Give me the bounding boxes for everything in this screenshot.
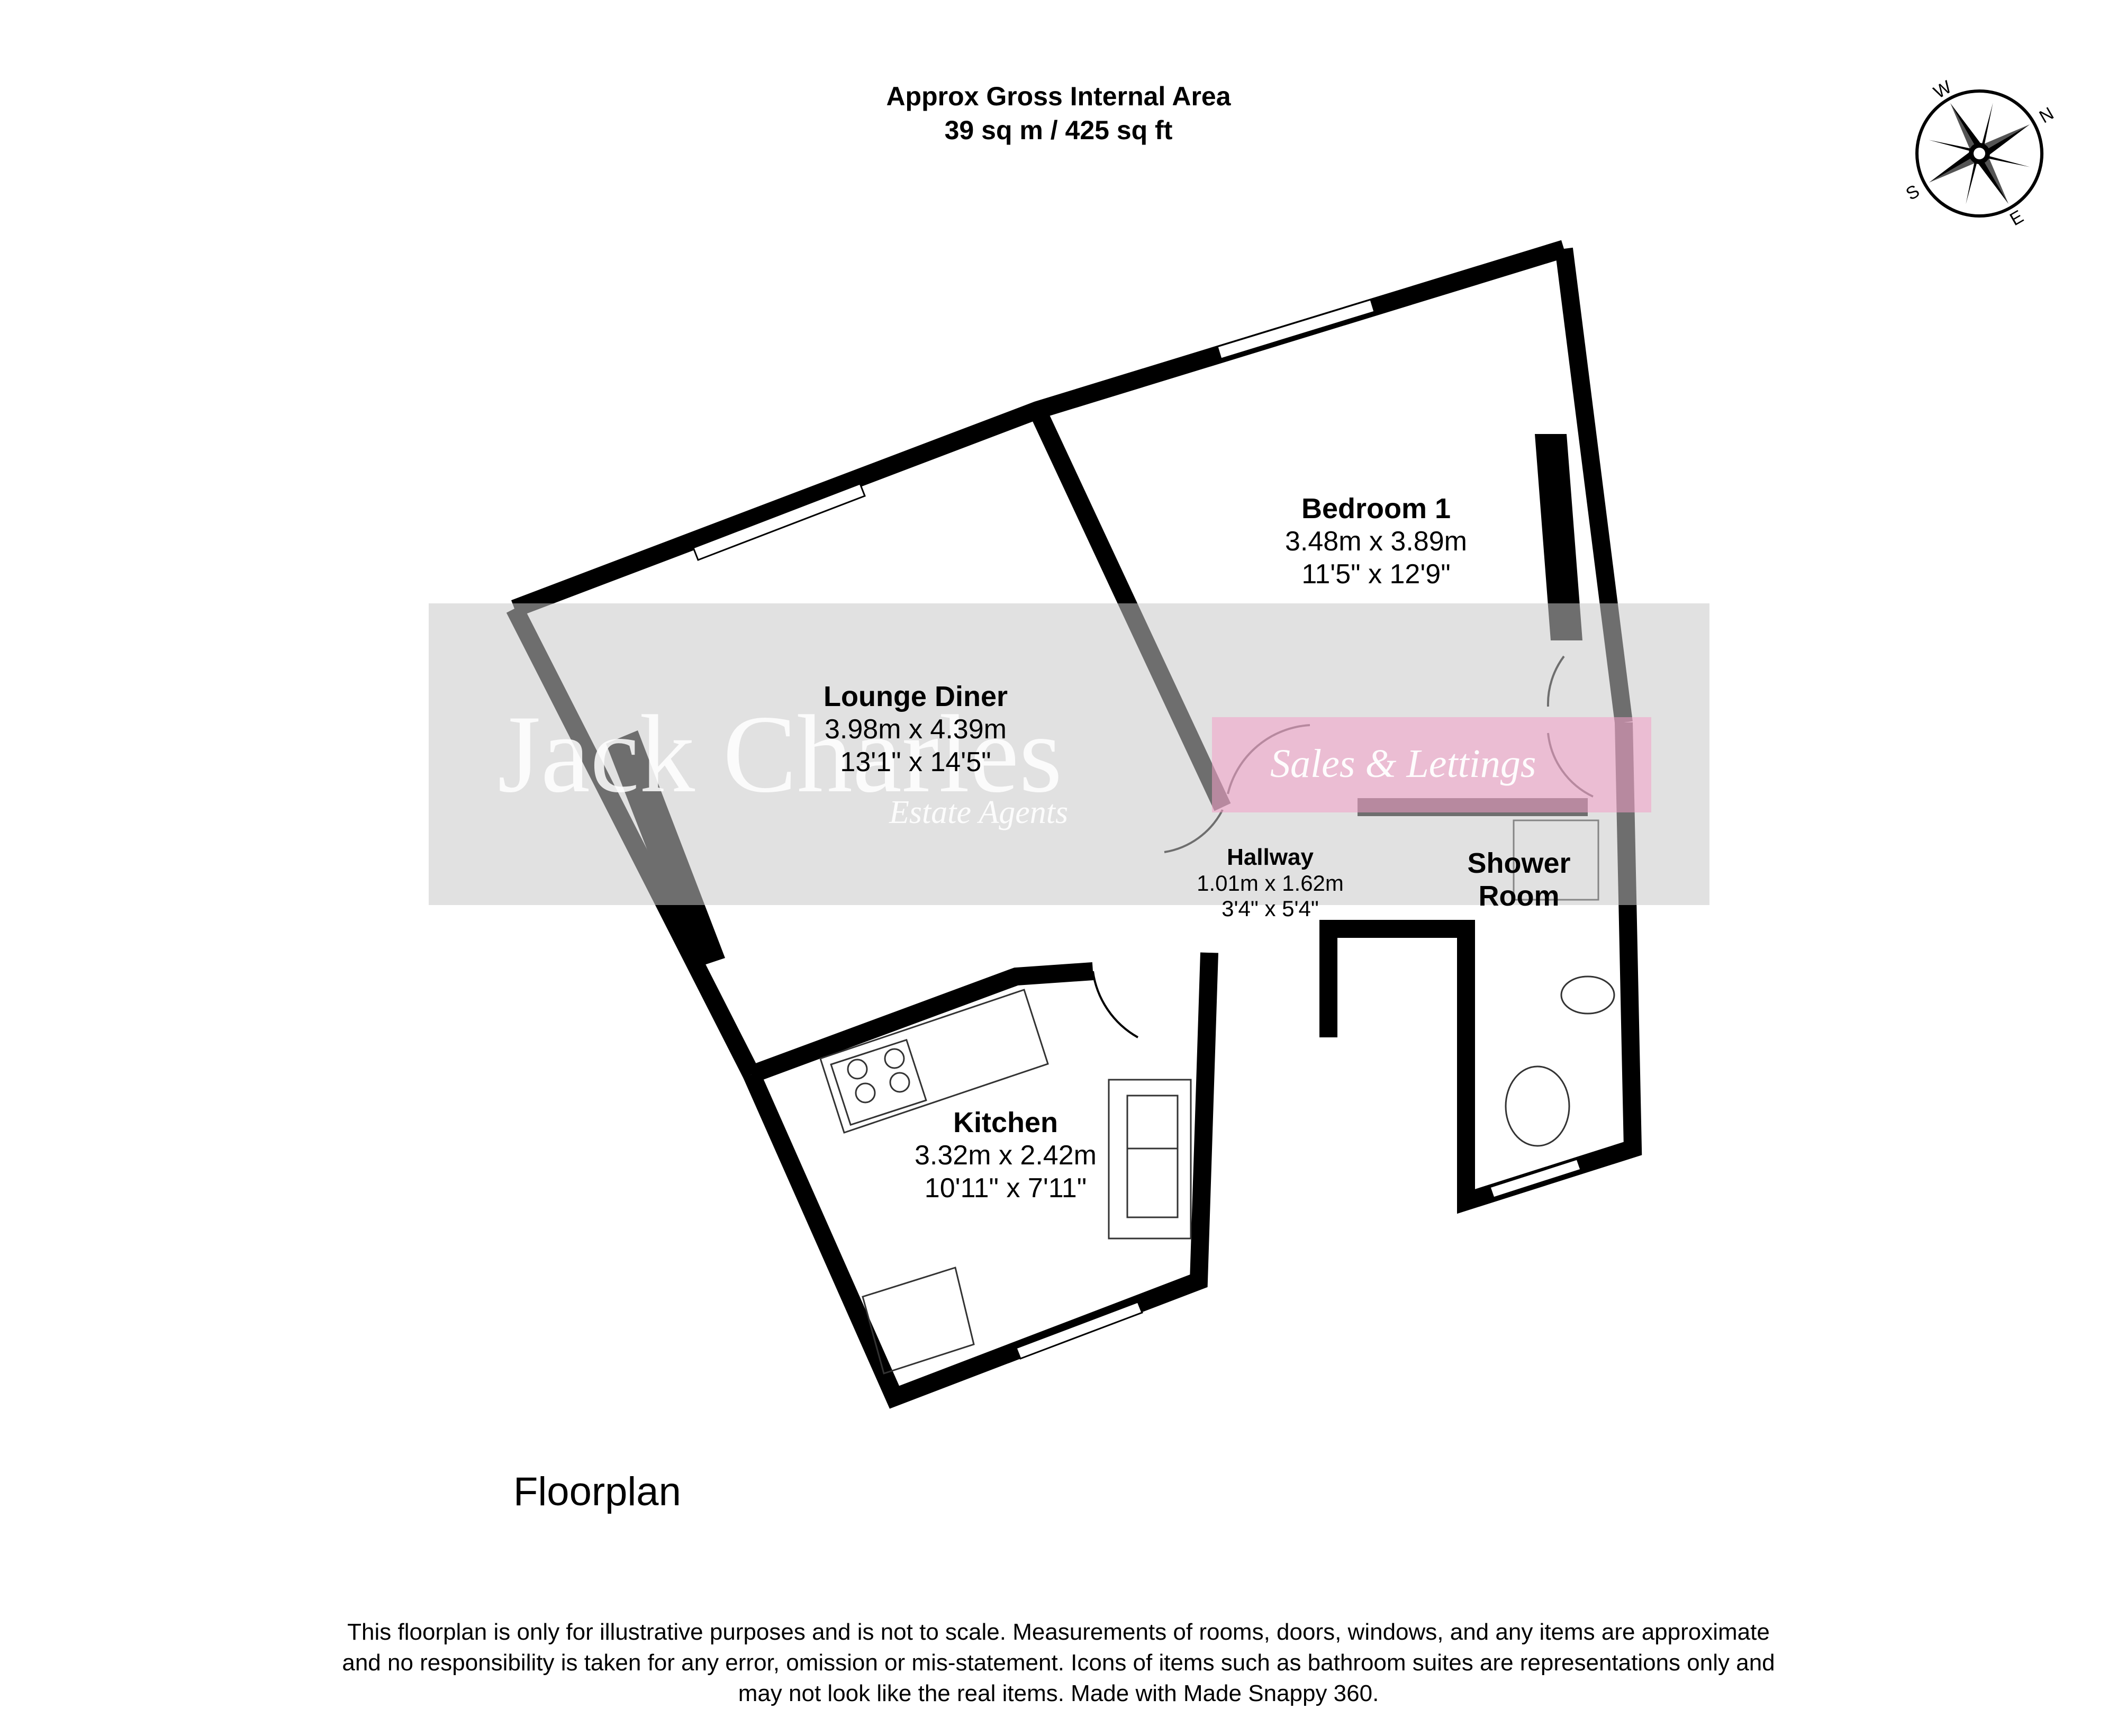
lounge-window — [692, 483, 866, 561]
area-value: 39 sq m / 425 sq ft — [944, 115, 1173, 145]
kitchen-north-wall — [748, 962, 1094, 1083]
disclaimer-line-2: and no responsibility is taken for any e… — [342, 1650, 1775, 1676]
room-imperial: 11'5" x 12'9" — [1301, 559, 1451, 590]
room-shower-room: Shower Room — [1429, 847, 1609, 912]
kitchen-window — [1015, 1301, 1143, 1360]
room-metric: 3.48m x 3.89m — [1285, 526, 1467, 557]
hob-counter — [819, 989, 1049, 1134]
room-imperial: 10'11" x 7'11" — [924, 1173, 1087, 1204]
watermark-logo-tagline: Estate Agents — [889, 794, 1069, 830]
fridge-unit — [862, 1267, 975, 1375]
sink-counter — [1108, 1079, 1192, 1240]
disclaimer-line-1: This floorplan is only for illustrative … — [347, 1619, 1770, 1645]
floor-caption: Floorplan — [513, 1469, 681, 1514]
drainer-icon — [1126, 1147, 1179, 1218]
room-metric: 1.01m x 1.62m — [1197, 871, 1344, 896]
room-imperial: 3'4" x 5'4" — [1222, 896, 1319, 921]
washbasin-icon — [1560, 975, 1615, 1015]
room-name: Lounge Diner — [824, 681, 1008, 712]
disclaimer: This floorplan is only for illustrative … — [212, 1617, 1905, 1709]
watermark-logo-name: Jack Charles — [497, 693, 1063, 816]
toilet-icon — [1505, 1065, 1570, 1147]
hob-icon — [830, 1038, 927, 1126]
compass-icon: W E N S — [1903, 77, 2057, 230]
bedroom-window — [1216, 299, 1376, 360]
area-title: Approx Gross Internal Area — [886, 82, 1231, 111]
room-bedroom-1: Bedroom 1 3.48m x 3.89m 11'5" x 12'9" — [1233, 492, 1519, 591]
room-metric: 3.98m x 4.39m — [825, 714, 1007, 745]
room-lounge-diner: Lounge Diner 3.98m x 4.39m 13'1" x 14'5" — [773, 680, 1058, 779]
kitchen-door-swing — [1092, 971, 1138, 1038]
room-name: Bedroom 1 — [1301, 493, 1451, 525]
disclaimer-line-3: may not look like the real items. Made w… — [738, 1680, 1379, 1706]
room-hallway: Hallway 1.01m x 1.62m 3'4" x 5'4" — [1154, 844, 1387, 921]
room-name-line2: Room — [1478, 880, 1560, 912]
room-name-line1: Shower — [1467, 847, 1571, 879]
area-header: Approx Gross Internal Area 39 sq m / 425… — [529, 79, 1588, 147]
shower-east-wall — [1319, 722, 1642, 1214]
room-kitchen: Kitchen 3.32m x 2.42m 10'11" x 7'11" — [868, 1106, 1143, 1205]
watermark-logo-sales: Sales & Lettings — [1270, 742, 1536, 786]
room-imperial: 13'1" x 14'5" — [840, 747, 991, 777]
shower-window — [1489, 1158, 1582, 1199]
watermark-pink-band — [1212, 717, 1651, 812]
room-name: Kitchen — [953, 1107, 1058, 1138]
room-metric: 3.32m x 2.42m — [915, 1140, 1097, 1171]
bedroom-chimney-breast — [1535, 434, 1582, 640]
room-name: Hallway — [1227, 844, 1314, 870]
